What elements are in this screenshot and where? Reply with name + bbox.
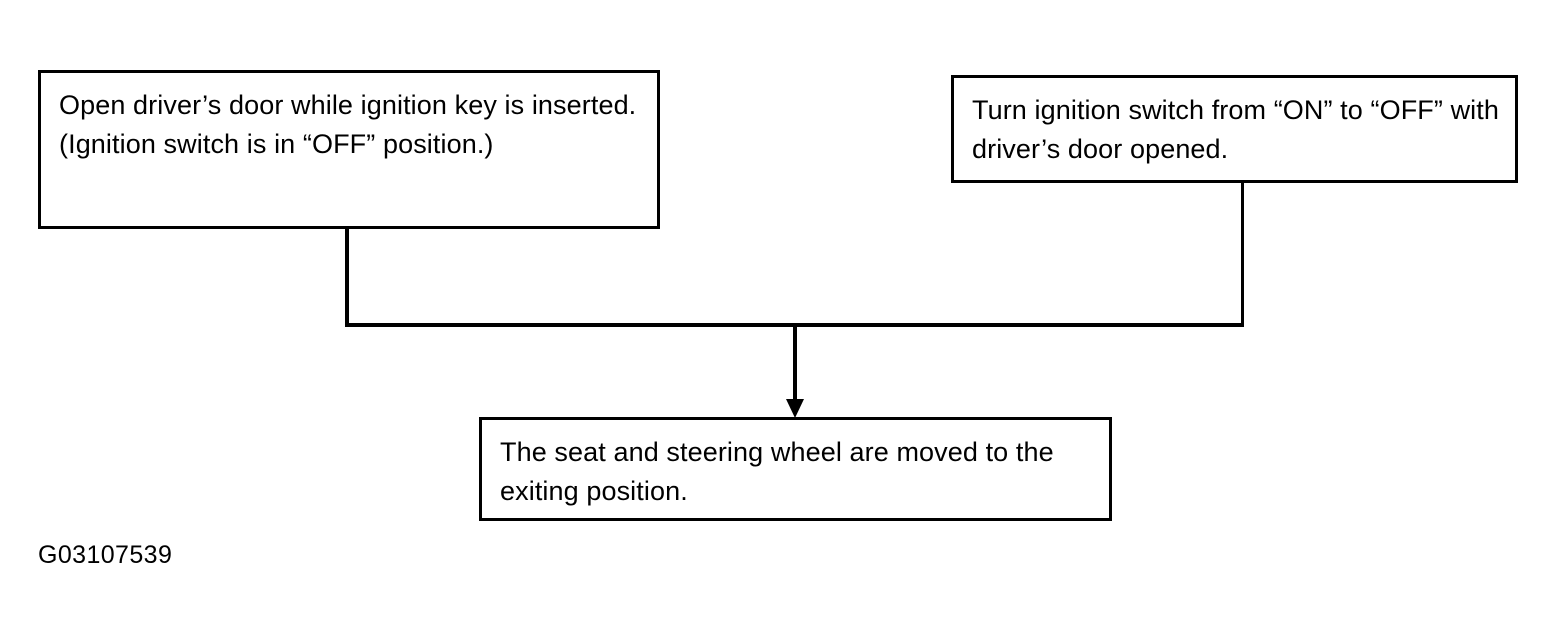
- connector-line-horizontal-merge: [345, 323, 1244, 327]
- flow-box-turn-ignition-switch: Turn ignition switch from “ON” to “OFF” …: [951, 75, 1518, 183]
- flow-box-open-door-text: Open driver’s door while ignition key is…: [59, 90, 637, 159]
- connector-line-from-open-door: [345, 228, 349, 327]
- connector-line-from-turn-switch: [1241, 182, 1244, 327]
- flow-box-result-text: The seat and steering wheel are moved to…: [500, 437, 1054, 506]
- arrow-down-icon: [786, 399, 804, 418]
- flow-box-open-door: Open driver’s door while ignition key is…: [38, 70, 660, 229]
- figure-code-label: G03107539: [38, 541, 173, 569]
- flow-box-result: The seat and steering wheel are moved to…: [479, 417, 1112, 521]
- connector-line-to-result: [793, 326, 797, 400]
- flow-box-turn-ignition-switch-text: Turn ignition switch from “ON” to “OFF” …: [972, 95, 1499, 164]
